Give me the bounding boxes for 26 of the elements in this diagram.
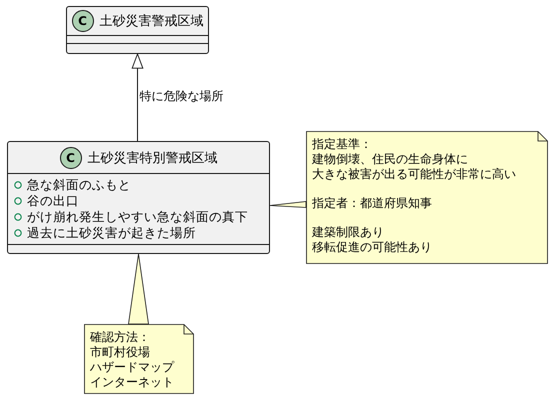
note-text: 建物倒壊、住民の生命身体に [312, 152, 469, 167]
class-attribute: 急な斜面のふもと [27, 176, 131, 194]
class-attribute: がけ崩れ発生しやすい急な斜面の真下 [27, 208, 248, 226]
note-text: ハザードマップ [90, 360, 176, 375]
note-text: 指定者：都道府県知事 [312, 196, 433, 211]
class-type-icon: C [60, 146, 82, 168]
class-box [66, 6, 209, 54]
note [84, 324, 194, 394]
note-text: 確認方法： [90, 330, 151, 345]
class-name: 土砂災害警戒区域 [100, 13, 204, 30]
note-connector [270, 201, 306, 208]
class-attribute: 谷の出口 [27, 192, 79, 210]
edge-label: 特に危険な場所 [138, 88, 224, 104]
class-type-icon: C [72, 10, 94, 32]
inheritance-arrow [132, 54, 144, 142]
class-box [7, 141, 270, 254]
note [306, 131, 548, 264]
note-text: 指定基準： [312, 137, 373, 152]
note-text: 大きな被害が出る可能性が非常に高い [312, 167, 517, 182]
note-text: 建築制限あり [312, 225, 385, 240]
note-connector [128, 254, 149, 324]
class-name: 土砂災害特別警戒区域 [88, 150, 218, 166]
note-text: インターネット [90, 375, 175, 390]
note-text: 移転促進の可能性あり [312, 240, 433, 255]
note-text: 市町村役場 [90, 345, 151, 360]
class-attribute: 過去に土砂災害が起きた場所 [27, 224, 196, 242]
